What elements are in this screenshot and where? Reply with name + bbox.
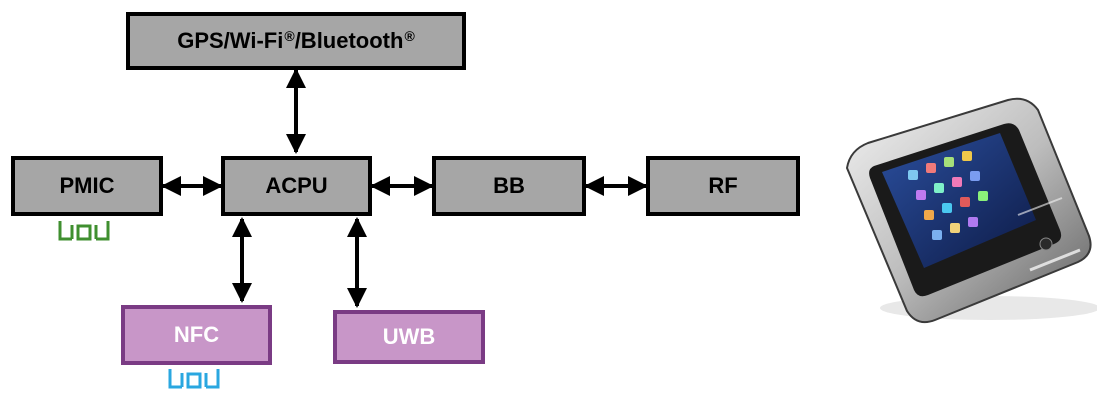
uwb-block: UWB bbox=[333, 310, 485, 364]
rf-label: RF bbox=[708, 173, 738, 198]
pmic-block: PMIC bbox=[11, 156, 163, 216]
bb-label: BB bbox=[493, 173, 525, 198]
nfc-crystal-oscillator-icon bbox=[168, 369, 220, 389]
rf-block: RF bbox=[646, 156, 800, 216]
bb-block: BB bbox=[432, 156, 586, 216]
acpu-label: ACPU bbox=[265, 173, 328, 198]
nfc-block: NFC bbox=[121, 305, 272, 365]
acpu-block: ACPU bbox=[221, 156, 372, 216]
nfc-label: NFC bbox=[173, 322, 220, 347]
pmic-label: PMIC bbox=[59, 173, 115, 198]
gps-wifi-bluetooth-block: GPS/Wi-Fi®/Bluetooth® bbox=[126, 12, 466, 70]
pmic-crystal-oscillator-icon bbox=[58, 221, 110, 241]
gps-label: GPS/Wi-Fi®/Bluetooth® bbox=[177, 28, 415, 53]
uwb-label: UWB bbox=[382, 324, 436, 349]
